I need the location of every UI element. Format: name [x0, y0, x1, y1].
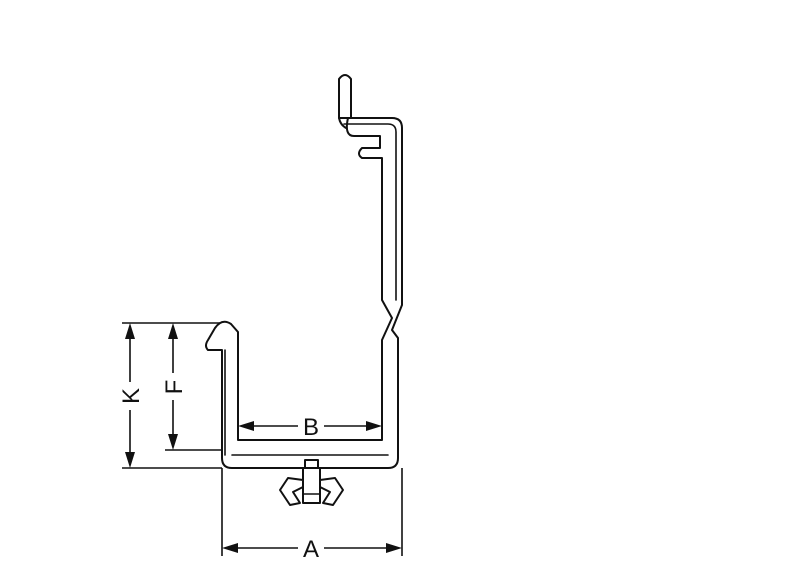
dimension-k: K: [118, 323, 145, 468]
dimension-k-label: K: [118, 388, 145, 404]
dimension-a-label: A: [303, 536, 319, 563]
dimension-b-label: B: [303, 414, 319, 441]
bottom-clip: [279, 459, 344, 506]
extension-lines: [122, 322, 403, 556]
dimension-f-label: F: [161, 380, 188, 395]
profile-inner-lines: [224, 123, 397, 456]
dimension-f: F: [161, 323, 188, 450]
dimension-b: B: [238, 414, 382, 441]
dimension-a: A: [222, 536, 402, 563]
